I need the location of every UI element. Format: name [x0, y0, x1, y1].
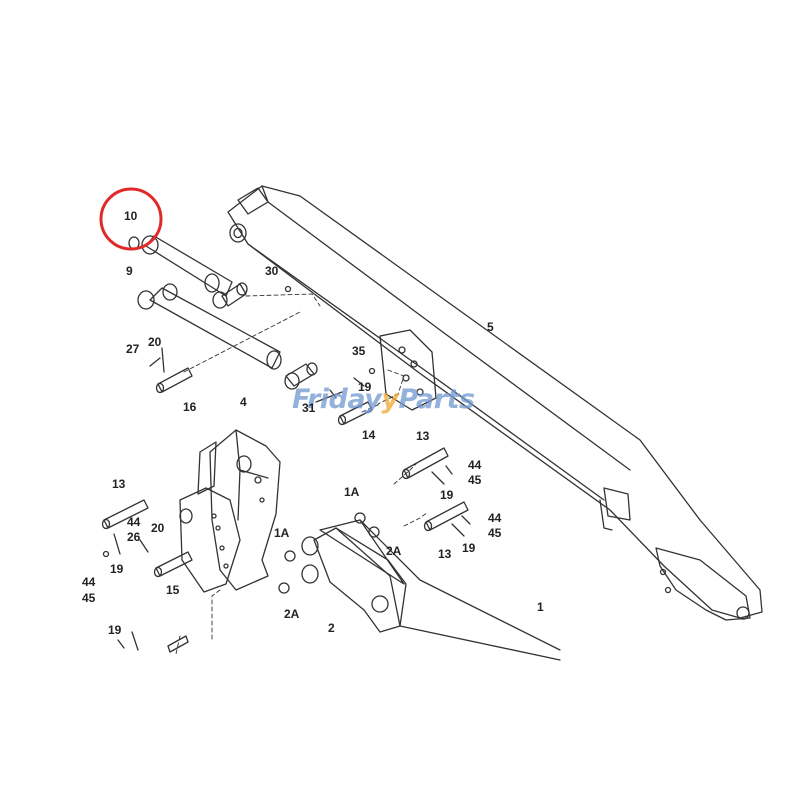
callout-44[interactable]: 44: [468, 458, 482, 472]
callout-2A[interactable]: 2A: [386, 544, 402, 558]
part-13-pin-right-upper: [401, 447, 453, 485]
callout-20[interactable]: 20: [148, 335, 162, 349]
part-9-link-rod: [137, 283, 318, 390]
callout-16[interactable]: 16: [183, 400, 197, 414]
leader-lines: [183, 293, 405, 413]
callout-45[interactable]: 45: [82, 591, 96, 605]
part-2-lower-arm: [301, 519, 561, 661]
callout-1A[interactable]: 1A: [274, 526, 290, 540]
callout-13[interactable]: 13: [438, 547, 452, 561]
callout-35[interactable]: 35: [352, 344, 366, 358]
callout-9[interactable]: 9: [126, 264, 133, 278]
part-10-link-rod: [128, 235, 248, 309]
highlight-circle: [99, 187, 163, 251]
callout-19[interactable]: 19: [108, 623, 122, 637]
part-13-pin-left: [101, 499, 149, 530]
callout-2A[interactable]: 2A: [284, 607, 300, 621]
watermark-logo: FridayyParts: [292, 384, 475, 415]
callout-44[interactable]: 44: [127, 515, 141, 529]
watermark-text-2: Parts: [398, 384, 475, 415]
watermark-accent: y: [381, 384, 399, 415]
callout-10[interactable]: 10: [124, 209, 138, 223]
callout-1[interactable]: 1: [537, 600, 544, 614]
callout-13[interactable]: 13: [112, 477, 126, 491]
callout-5[interactable]: 5: [487, 320, 494, 334]
fasteners: [149, 285, 376, 403]
callout-19[interactable]: 19: [440, 488, 454, 502]
callout-27[interactable]: 27: [126, 342, 140, 356]
callout-44[interactable]: 44: [82, 575, 96, 589]
callout-19[interactable]: 19: [110, 562, 124, 576]
callout-19[interactable]: 19: [358, 380, 372, 394]
callout-44[interactable]: 44: [488, 511, 502, 525]
callout-14[interactable]: 14: [362, 428, 376, 442]
callout-19[interactable]: 19: [462, 541, 476, 555]
callout-15[interactable]: 15: [166, 583, 180, 597]
part-15-pin: [153, 551, 193, 578]
callout-45[interactable]: 45: [468, 473, 482, 487]
small-hardware-left: [102, 533, 189, 653]
part-4-bracket: [179, 429, 281, 593]
callout-20[interactable]: 20: [151, 521, 165, 535]
callout-13[interactable]: 13: [416, 429, 430, 443]
boom-arm: [227, 185, 763, 621]
leader-lines-right: [175, 463, 429, 655]
part-16-pin: [155, 367, 193, 394]
callout-26[interactable]: 26: [127, 530, 141, 544]
callout-31[interactable]: 31: [302, 401, 316, 415]
bushings: [278, 512, 380, 594]
callout-4[interactable]: 4: [240, 395, 247, 409]
part-13-pin-right-lower: [423, 501, 471, 537]
callout-45[interactable]: 45: [488, 526, 502, 540]
callout-30[interactable]: 30: [265, 264, 279, 278]
watermark-text-1: Friday: [292, 384, 382, 415]
part-14-pin: [337, 401, 373, 426]
callout-1A[interactable]: 1A: [344, 485, 360, 499]
callout-2[interactable]: 2: [328, 621, 335, 635]
